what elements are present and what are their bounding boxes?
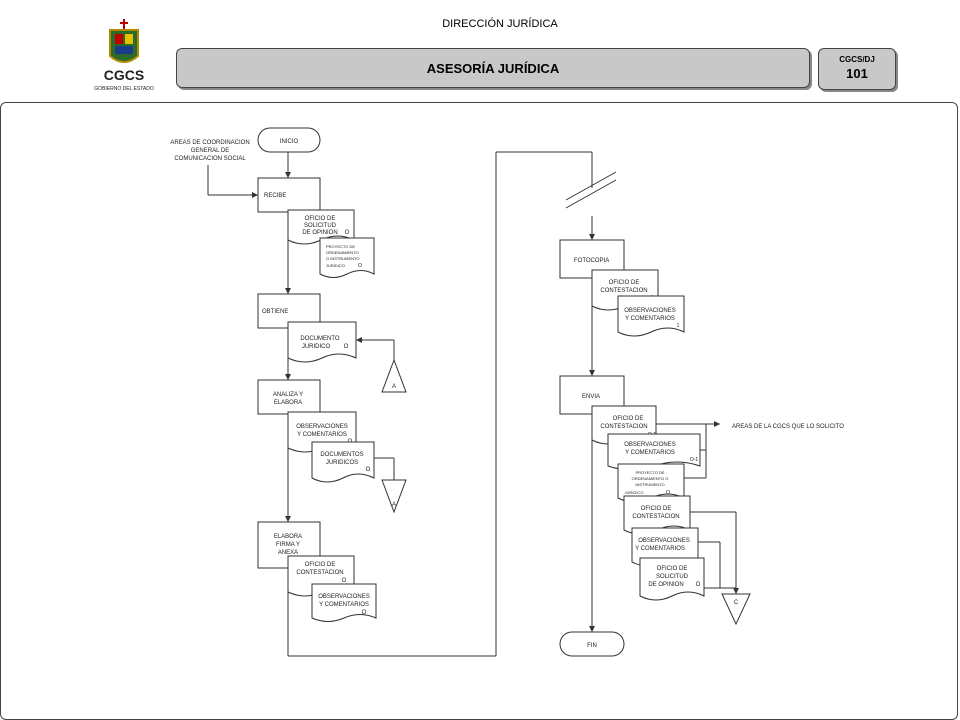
d7-copy: O	[362, 610, 367, 616]
process-recibe: RECIBE	[257, 177, 321, 213]
document-oficio-solicitud: OFICIO DE SOLICITUD DE OPINION O	[287, 209, 355, 245]
d9-line-2: Y COMENTARIOS	[625, 316, 675, 322]
d7-line-2: Y COMENTARIOS	[319, 602, 369, 608]
process-envia-label: ENVIA	[582, 394, 600, 400]
d12-line-4: JURIDICO	[625, 490, 644, 495]
d12-copy: O	[666, 490, 670, 496]
d11-line-1: OBSERVACIONES	[624, 442, 675, 448]
d11-copy: O-1	[690, 457, 699, 463]
d3-line-1: DOCUMENTO	[300, 336, 340, 342]
document-oficio-solicitud-2: OFICIO DE SOLICITUD DE OPINION O	[639, 557, 705, 601]
process-elabora-line-3: ANEXA	[278, 550, 298, 556]
d2-line-3: O INSTRUMENTO	[326, 256, 359, 261]
start-terminator: INICIO	[257, 127, 321, 153]
process-analiza-line-1: ANALIZA Y	[273, 392, 303, 398]
process-elabora-line-1: ELABORA	[274, 534, 302, 540]
d5-line-2: JURIDICOS	[326, 460, 358, 466]
d6-line-1: OFICIO DE	[305, 562, 336, 568]
d2-line-1: PROYECTO DE	[326, 244, 355, 249]
d12-line-2: ORDENAMIENTO O	[632, 476, 669, 481]
d8-line-1: OFICIO DE	[609, 280, 640, 286]
logo-text: CGCS	[104, 67, 144, 83]
department-label: DIRECCIÓN JURÍDICA	[442, 18, 558, 30]
cgcs-logo: CGCS GOBIERNO DEL ESTADO	[94, 19, 154, 92]
process-obtiene-label: OBTIENE	[262, 309, 288, 315]
d10-line-1: OFICIO DE	[613, 416, 644, 422]
process-recibe-label: RECIBE	[264, 193, 286, 199]
end-label: FIN	[587, 643, 597, 649]
connector-a-1-label: A	[392, 384, 396, 390]
d14-line-1: OBSERVACIONES	[638, 538, 689, 544]
process-fotocopia-label: FOTOCOPIA	[574, 258, 609, 264]
start-label: INICIO	[280, 139, 299, 145]
d4-line-2: Y COMENTARIOS	[297, 432, 347, 438]
d4-line-1: OBSERVACIONES	[296, 424, 347, 430]
source-area-line-1: AREAS DE COORDINACION	[170, 140, 249, 146]
d2-line-4: JURIDICO	[326, 263, 345, 268]
d15-line-1: OFICIO DE	[657, 566, 688, 572]
document-juridico: DOCUMENTO JURIDICO O	[287, 321, 357, 363]
d12-line-1: PROYECTO DE	[635, 470, 664, 475]
connector-a-1: A	[381, 358, 407, 393]
d7-line-1: OBSERVACIONES	[318, 594, 369, 600]
page-title: ASESORÍA JURÍDICA	[176, 48, 810, 88]
d15-line-3: DE OPINION	[648, 582, 683, 588]
document-observaciones-3: OBSERVACIONES Y COMENTARIOS 1	[617, 295, 685, 337]
d10-line-2: CONTESTACION	[600, 424, 647, 430]
d15-line-2: SOLICITUD	[656, 574, 689, 580]
d14-line-2: Y COMENTARIOS	[635, 546, 685, 552]
document-documentos-juridicos: DOCUMENTOS JURIDICOS O	[311, 441, 375, 483]
end-terminator: FIN	[559, 631, 625, 657]
d2-copy: O	[358, 263, 362, 269]
d13-line-1: OFICIO DE	[641, 506, 672, 512]
procedure-code: CGCS/DJ	[839, 55, 875, 64]
d12-line-3: INSTRUMENTO	[635, 482, 664, 487]
procedure-code-box: CGCS/DJ 101	[818, 48, 896, 90]
procedure-number: 101	[846, 66, 868, 81]
source-area-line-3: COMUNICACION SOCIAL	[174, 156, 246, 162]
process-analiza-line-2: ELABORA	[274, 400, 302, 406]
d6-copy: O	[342, 578, 347, 584]
connector-a-2: A	[381, 479, 407, 514]
process-analiza: ANALIZA Y ELABORA	[257, 379, 321, 415]
d1-line-3: DE OPINION	[302, 230, 337, 236]
d3-line-2: JURIDICO	[302, 344, 331, 350]
d13-line-2: CONTESTACION	[632, 514, 679, 520]
d9-line-1: OBSERVACIONES	[624, 308, 675, 314]
d1-line-1: OFICIO DE	[305, 216, 336, 222]
archive-label: C	[734, 600, 739, 606]
d11-line-2: Y COMENTARIOS	[625, 450, 675, 456]
document-proyecto-2: PROYECTO DE ORDENAMIENTO O INSTRUMENTO J…	[617, 463, 685, 503]
logo-subtext: GOBIERNO DEL ESTADO	[94, 86, 154, 92]
d1-line-2: SOLICITUD	[304, 223, 337, 229]
document-observaciones-2: OBSERVACIONES Y COMENTARIOS O	[311, 583, 377, 622]
d15-copy: O	[696, 582, 701, 588]
connector-a-2-label: A	[392, 502, 396, 508]
d3-copy: O	[344, 344, 349, 350]
target-area-label: AREAS DE LA CGCS QUE LO SOLICITO	[732, 424, 844, 430]
d8-line-2: CONTESTACION	[600, 288, 647, 294]
d6-line-2: CONTESTACION	[296, 570, 343, 576]
d5-line-1: DOCUMENTOS	[320, 452, 363, 458]
document-proyecto: PROYECTO DE ORDENAMIENTO O INSTRUMENTO J…	[319, 237, 375, 278]
process-elabora-line-2: FIRMA Y	[276, 542, 300, 548]
d5-copy: O	[366, 467, 371, 473]
d1-copy: O	[345, 230, 350, 236]
archive-triangle: C	[721, 593, 751, 626]
d2-line-2: ORDENAMIENTO	[326, 250, 359, 255]
source-area-line-2: GENERAL DE	[191, 148, 229, 154]
d9-copy: 1	[677, 323, 680, 329]
